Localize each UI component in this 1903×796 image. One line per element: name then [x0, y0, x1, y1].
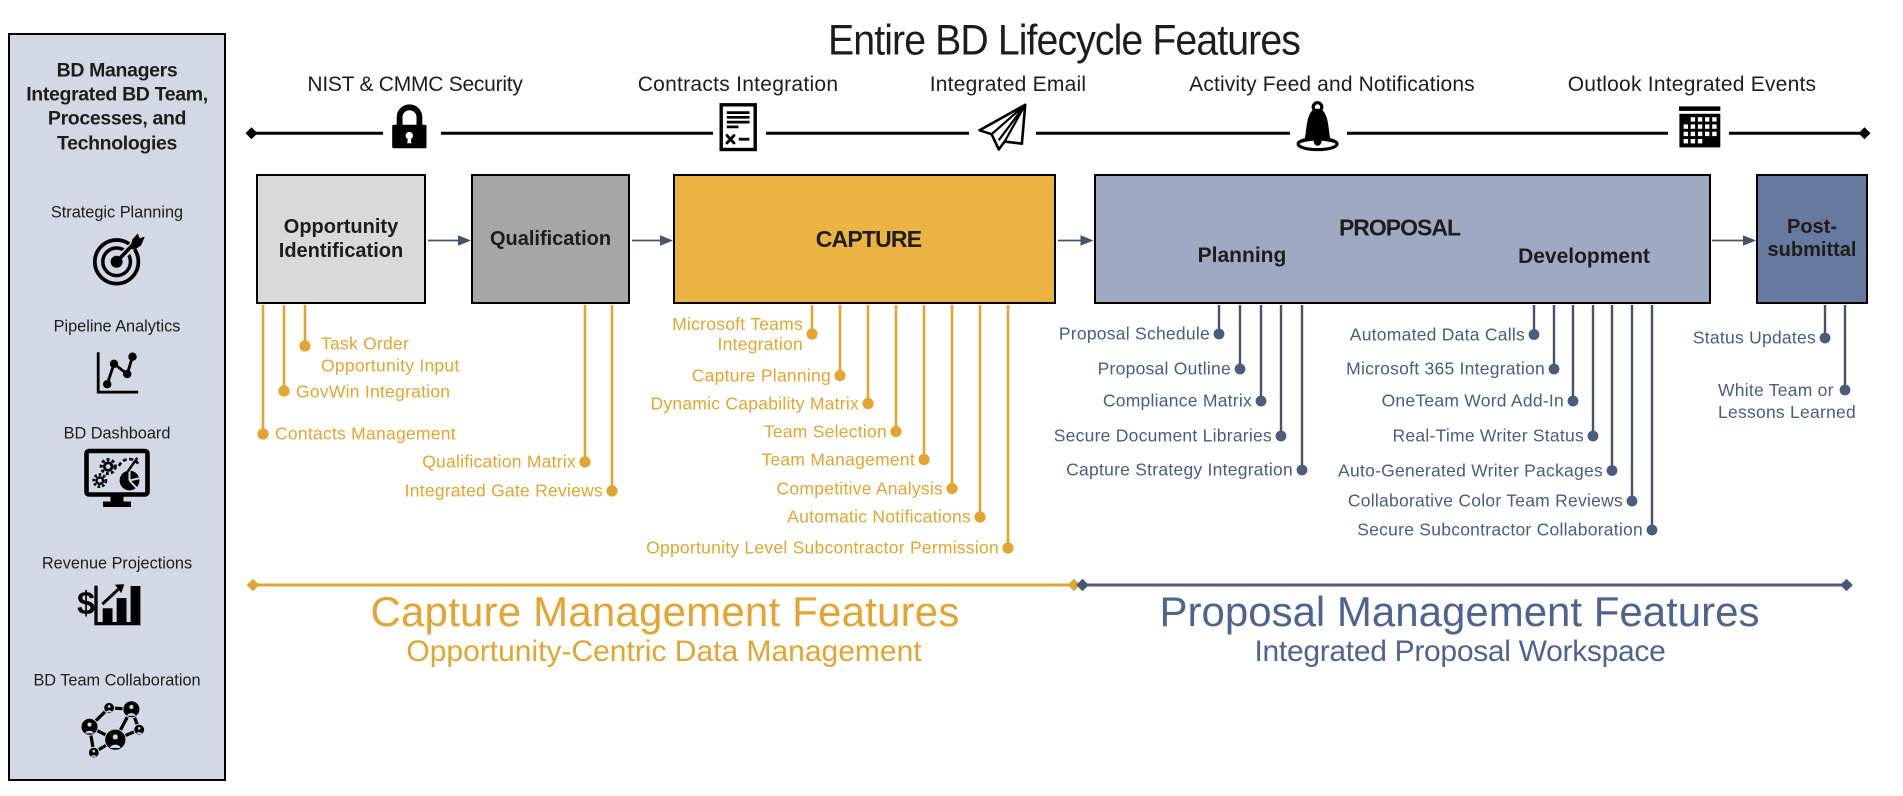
svg-text:$: $ — [77, 585, 95, 621]
